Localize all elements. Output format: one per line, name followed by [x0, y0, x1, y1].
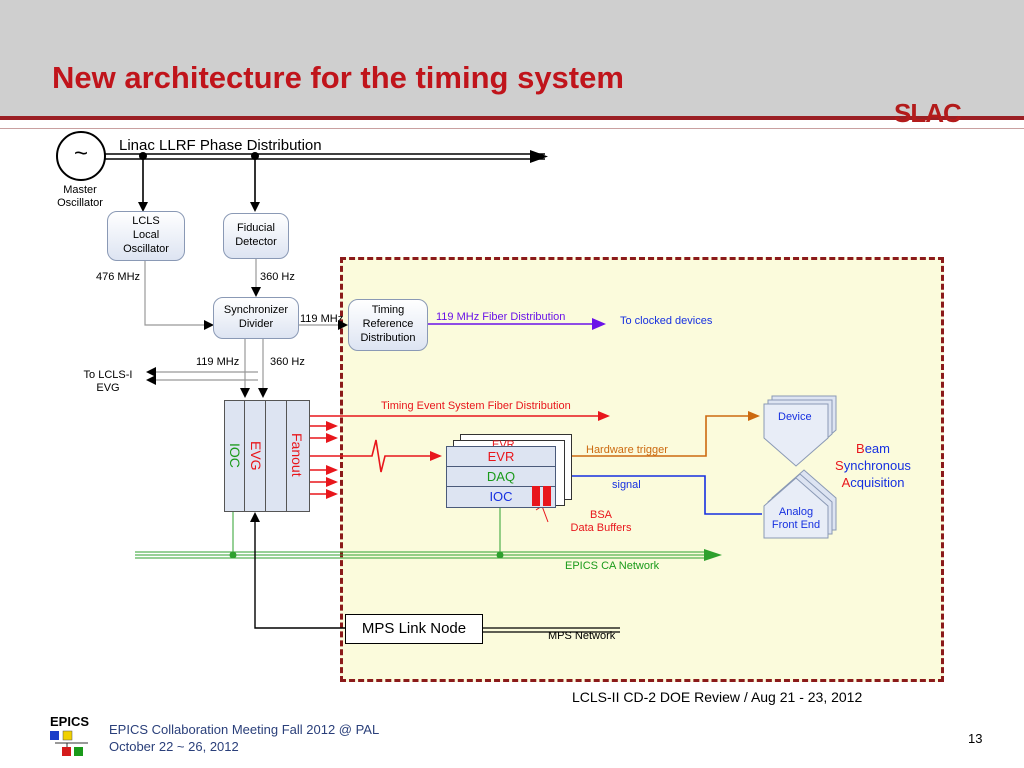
crate-divider-3: [286, 400, 287, 511]
freq-360-top-label: 360 Hz: [260, 271, 295, 283]
mps-network-label: MPS Network: [548, 630, 616, 642]
freq-119-below-label: 119 MHz: [196, 356, 240, 368]
freq-119-right-label: 119 MHz: [300, 313, 344, 325]
timing-crate: [224, 400, 310, 512]
master-oscillator-symbol: ~: [56, 131, 106, 181]
footer-line-2: October 22 ~ 26, 2012: [109, 739, 239, 754]
crate-ioc-label: IOC: [227, 443, 243, 468]
bsa-buffer-1: [532, 486, 540, 506]
device-label: Device: [778, 411, 812, 423]
mps-link-node-box: MPS Link Node: [345, 614, 483, 644]
slide-title: New architecture for the timing system: [52, 60, 624, 95]
bsa-buffer-2: [543, 486, 551, 506]
bsa-title: Beam Synchronous Acquisition: [835, 441, 911, 490]
evr-back-label: EVR: [492, 439, 515, 446]
signal-label: signal: [612, 479, 641, 491]
header-thin-line: [0, 128, 1024, 129]
tes-fiber-label: Timing Event System Fiber Distribution: [381, 400, 571, 412]
header-stripe: [0, 116, 1024, 120]
to-clocked-devices-label: To clocked devices: [620, 315, 713, 327]
crate-divider-2: [265, 400, 266, 511]
crate-evg-label: EVG: [248, 441, 264, 471]
page-number: 13: [968, 731, 983, 746]
hardware-trigger-label: Hardware trigger: [586, 444, 668, 456]
crate-divider-1: [244, 400, 245, 511]
fiber-119-label: 119 MHz Fiber Distribution: [436, 311, 566, 323]
footer-line-1: EPICS Collaboration Meeting Fall 2012 @ …: [109, 722, 380, 737]
epics-ca-network-label: EPICS CA Network: [565, 560, 660, 572]
epics-logo-text: EPICS: [50, 714, 90, 729]
evr-row: EVR: [446, 446, 556, 468]
header-background: [0, 0, 1024, 118]
review-caption: LCLS-II CD-2 DOE Review / Aug 21 - 23, 2…: [572, 689, 863, 705]
freq-476-label: 476 MHz: [96, 271, 141, 283]
ioc-row: IOC: [446, 486, 556, 508]
crate-fanout-label: Fanout: [289, 433, 305, 477]
slac-logo: SLAC: [894, 98, 962, 128]
linac-line-label: Linac LLRF Phase Distribution: [119, 137, 322, 154]
beam-sync-region: [340, 257, 944, 682]
freq-360-below-label: 360 Hz: [270, 356, 305, 368]
